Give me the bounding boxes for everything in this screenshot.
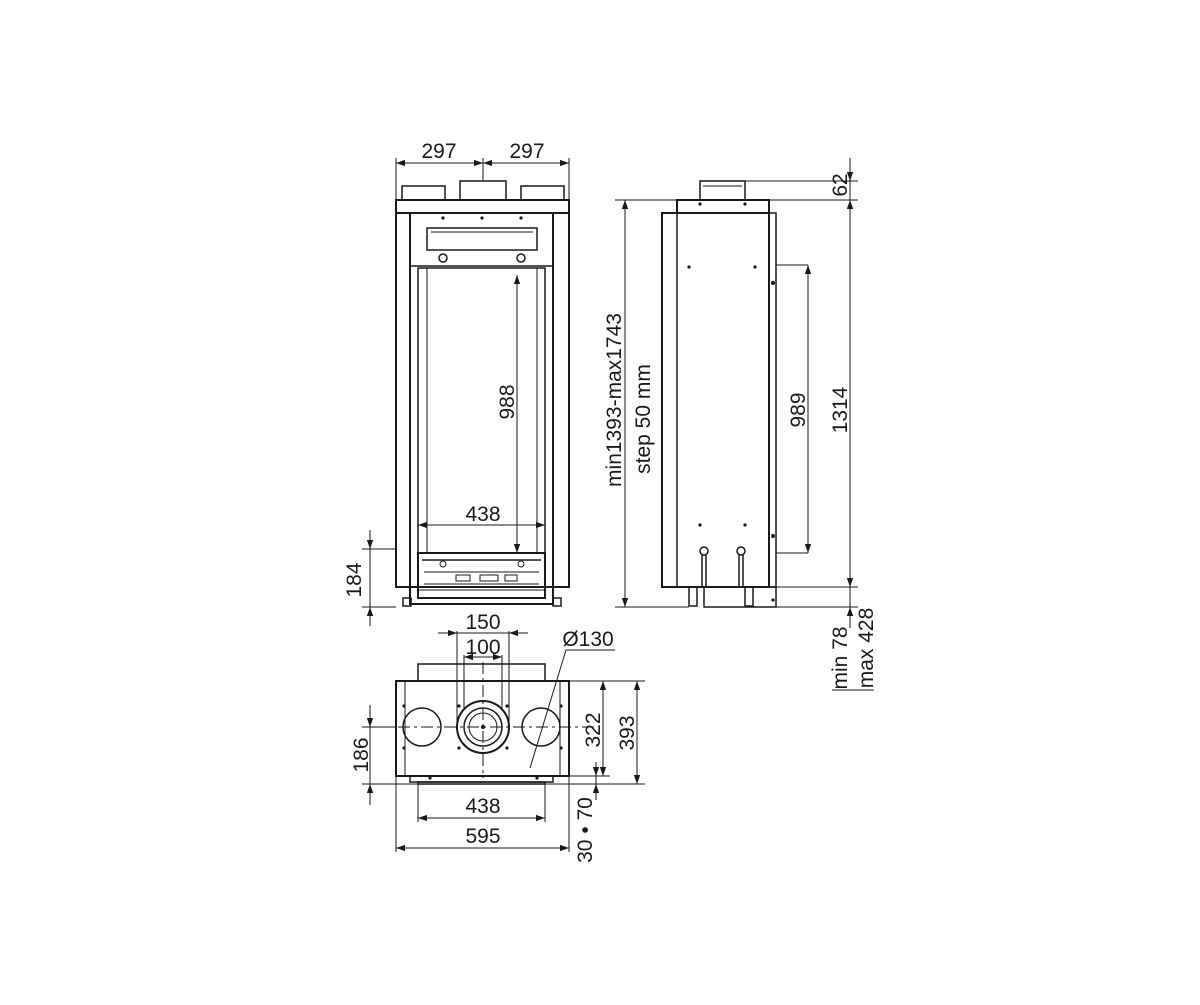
front-inner-frame: [409, 212, 554, 605]
dim-offset-range: 30 • 70: [574, 797, 597, 863]
side-top-collar: [699, 180, 746, 201]
dim-side-height-range: min1393-max1743: [603, 313, 626, 487]
dim-side-body-height: 1314: [829, 386, 852, 433]
side-pipe-left: [699, 546, 709, 556]
side-base-frame: [703, 586, 777, 608]
front-knob-right: [516, 253, 526, 263]
side-front-profile: [768, 212, 777, 588]
dim-depth-outer: 393: [616, 715, 639, 750]
dim-top-left: 297: [421, 140, 456, 163]
dim-front-base-height: 184: [343, 562, 366, 597]
side-leg-right: [744, 586, 754, 607]
dim-side-glass-height: 989: [787, 392, 810, 427]
side-leg-left: [688, 586, 698, 607]
front-top-plate: [395, 199, 570, 214]
side-pipe-right: [736, 546, 746, 556]
top-view: 150 100 Ø130 322 393 186 438 59: [350, 611, 645, 863]
dim-flue-outer: 150: [465, 611, 500, 634]
dim-top-right: 297: [509, 140, 544, 163]
dim-front-glass-width: 438: [465, 503, 500, 526]
dim-front-glass-height: 988: [496, 384, 519, 419]
dim-side-leg-min: min 78: [829, 626, 852, 689]
front-knob-left: [438, 253, 448, 263]
front-leg-right: [552, 597, 562, 607]
top-right-opening: [521, 707, 561, 747]
dim-depth-inner: 322: [582, 712, 605, 747]
front-center-collar: [459, 180, 507, 201]
dim-side-leg-max: max 428: [855, 608, 878, 689]
dim-side-depth: 186: [350, 737, 373, 772]
side-body: [661, 212, 770, 588]
top-glass-edge: [417, 781, 546, 785]
front-view: 297 297 988 438 184: [343, 140, 570, 626]
top-rear-flange: [417, 663, 546, 682]
front-control-window: [426, 227, 538, 251]
dim-total-width: 595: [465, 825, 500, 848]
dim-flue-inner: 100: [465, 636, 500, 659]
dim-opening-diameter: Ø130: [562, 628, 613, 651]
top-flue-inner: [463, 707, 503, 747]
front-left-collar: [401, 185, 446, 201]
dim-side-top-collar: 62: [829, 173, 852, 196]
front-right-collar: [520, 185, 565, 201]
front-control-compartment: [417, 552, 546, 599]
dim-side-height-step: step 50 mm: [632, 364, 655, 474]
side-view: min1393-max1743 step 50 mm 62 989 1314 m…: [603, 158, 878, 691]
dim-top-glass-width: 438: [465, 795, 500, 818]
front-housing: [395, 212, 570, 588]
front-leg-left: [402, 597, 412, 607]
side-top-plate: [676, 199, 770, 214]
